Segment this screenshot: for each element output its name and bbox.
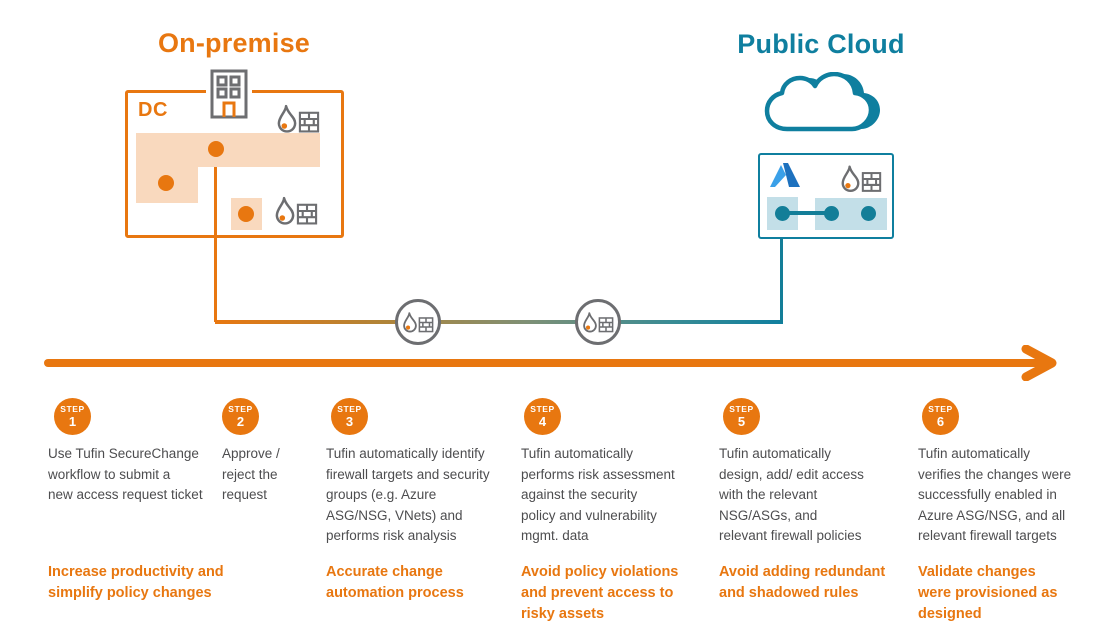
firewall-icon	[840, 165, 882, 193]
cloud-icon	[764, 72, 880, 132]
step-1-description: Use Tufin SecureChange workflow to submi…	[48, 446, 203, 502]
step-6-description: Tufin automatically verifies the changes…	[918, 446, 1072, 543]
firewall-icon	[276, 104, 320, 134]
public-cloud-title: Public Cloud	[737, 29, 905, 59]
firewall-icon	[274, 196, 318, 226]
azure-node-link	[782, 211, 831, 215]
step-badge-label: STEP	[729, 404, 754, 415]
azure-logo-icon	[770, 163, 800, 187]
step-badge-label: STEP	[228, 404, 253, 415]
step-4-description: Tufin automatically performs risk assess…	[521, 446, 675, 543]
inline-firewall-icon	[575, 299, 621, 345]
dc-label: DC	[138, 99, 168, 121]
step-3-badge: STEP 3	[331, 398, 368, 435]
azure-node-dot	[860, 205, 876, 221]
step-4-badge: STEP 4	[524, 398, 561, 435]
step-1-benefit: Increase productivity and simplify polic…	[48, 564, 224, 601]
step-badge-number: 2	[236, 413, 245, 429]
step-column-2: STEP 2 Approve / reject the request	[222, 398, 304, 506]
step-3-description: Tufin automatically identify firewall ta…	[326, 446, 490, 543]
dc-network-segment	[136, 133, 198, 203]
cloud-connector-vertical-line	[779, 212, 783, 323]
step-5-benefit: Avoid adding redundant and shadowed rule…	[719, 564, 886, 601]
step-badge-number: 4	[538, 413, 547, 429]
timeline-arrow-icon	[44, 345, 1057, 381]
step-3-benefit: Accurate change automation process	[326, 564, 464, 601]
step-1-badge: STEP 1	[54, 398, 91, 435]
step-column-4: STEP 4 Tufin automatically performs risk…	[521, 398, 679, 622]
step-column-5: STEP 5 Tufin automatically design, add/ …	[719, 398, 891, 601]
onpremise-title: On-premise	[157, 28, 311, 58]
building-icon	[206, 69, 252, 119]
step-column-6: STEP 6 Tufin automatically verifies the …	[918, 398, 1110, 622]
step-2-description: Approve / reject the request	[222, 446, 280, 502]
dc-node-dot	[238, 206, 254, 222]
step-badge-label: STEP	[337, 404, 362, 415]
step-badge-number: 1	[68, 413, 77, 429]
step-5-description: Tufin automatically design, add/ edit ac…	[719, 446, 864, 543]
step-badge-number: 6	[936, 413, 945, 429]
azure-node-dot	[823, 205, 839, 221]
step-6-benefit: Validate changes were provisioned as des…	[918, 564, 1058, 622]
dc-node-dot	[158, 175, 174, 191]
inline-firewall-icon	[395, 299, 441, 345]
step-5-badge: STEP 5	[723, 398, 760, 435]
dc-node-dot	[208, 141, 224, 157]
azure-node-dot	[774, 205, 790, 221]
step-column-1: STEP 1 Use Tufin SecureChange workflow t…	[48, 398, 224, 601]
step-badge-number: 5	[737, 413, 746, 429]
step-badge-label: STEP	[60, 404, 85, 415]
step-badge-label: STEP	[530, 404, 555, 415]
step-column-3: STEP 3 Tufin automatically identify fire…	[326, 398, 504, 601]
step-badge-number: 3	[345, 413, 354, 429]
hybrid-connector-gradient-line	[215, 320, 783, 324]
step-6-badge: STEP 6	[922, 398, 959, 435]
step-badge-label: STEP	[928, 404, 953, 415]
step-4-benefit: Avoid policy violations and prevent acce…	[521, 564, 679, 622]
step-2-badge: STEP 2	[222, 398, 259, 435]
